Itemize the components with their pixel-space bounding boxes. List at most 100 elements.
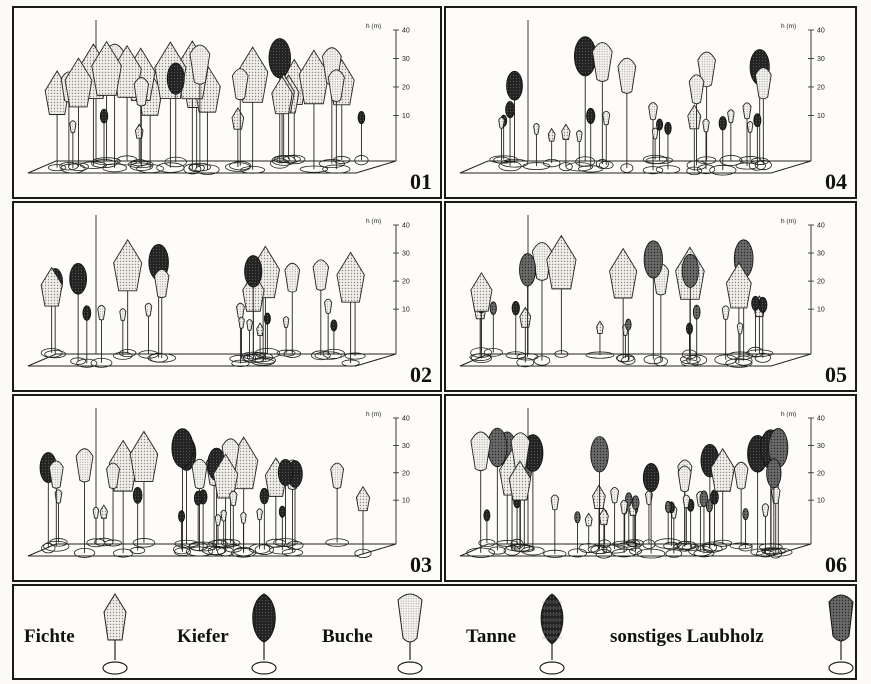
tick-label: 40 [402,223,410,230]
tree-spruce [687,105,702,175]
tree-pine [190,490,217,551]
tick-label: 30 [817,251,825,258]
pine-crown [70,263,87,294]
pine-crown [133,487,142,503]
tree-other [644,241,663,364]
legend-base [252,662,276,674]
broadleaf-crown [591,436,609,472]
spruce-crown [471,273,492,311]
tick-label: 40 [402,28,410,35]
pine-crown [279,506,285,517]
spruce-crown [593,485,606,508]
beech-icon [395,590,425,678]
stand-diagram-03: 40302010h (m) [14,396,440,580]
pine-crown [643,463,659,491]
tick-label: 30 [817,443,825,450]
axis-unit-label: h (m) [781,218,796,225]
legend-base [540,662,564,674]
beech-crown [331,463,344,488]
legend-label: Kiefer [177,626,229,648]
tick-label: 30 [402,443,410,450]
tree-spruce [610,249,637,363]
pine-crown [665,122,672,134]
tree-other [517,254,538,360]
beech-crown [215,515,221,526]
pine-crown [83,306,91,321]
beech-crown [592,43,612,82]
pine-crown [167,63,184,94]
axis-unit-label: h (m) [366,411,381,418]
axis-unit-label: h (m) [366,23,381,30]
beech-crown [747,122,753,133]
beech-crown [98,305,105,320]
spruce-crown [135,124,143,138]
tree-spruce [547,236,576,358]
pine-crown [194,491,202,505]
tree-spruce [355,487,371,558]
tree-spruce [41,268,62,358]
tree-beech [698,52,716,164]
beech-crown [257,509,263,520]
pine-crown [759,297,767,312]
beech-crown [734,462,748,489]
pine-crown [260,488,269,504]
tree-spruce [586,321,614,358]
beech-crown [703,119,709,132]
spruce-crown [547,236,576,289]
beech-crown [283,317,289,328]
tree-beech [643,491,655,549]
tree-beech [736,103,758,169]
tree-beech [50,490,67,546]
tree-beech [326,463,349,546]
pine-crown [245,256,262,287]
tick-label: 20 [402,470,410,477]
beech-crown [649,103,658,120]
tree-beech [249,509,270,554]
panel-number: 03 [410,552,432,578]
beech-crown [577,131,583,142]
broadleaf-crown [644,241,662,278]
pine-icon [249,590,279,678]
pine-crown [752,296,760,310]
spruce-icon [100,590,130,678]
pine-crown [586,108,594,123]
ground-plane [460,354,811,366]
tree-beech [643,128,666,164]
beech-crown [247,320,253,331]
panel-number: 05 [825,362,847,388]
beech-crown [652,128,658,139]
beech-crown [471,432,491,471]
tree-pine [682,323,696,359]
beech-crown [239,317,245,328]
panel-05: 40302010h (m) 05 [444,201,857,392]
beech-crown [70,121,76,133]
tree-pine [710,117,736,176]
beech-crown [155,269,169,297]
beech-crown [755,68,771,99]
tree-other [588,436,611,553]
tick-label: 40 [817,223,825,230]
tree-pine [499,101,521,170]
beech-crown [285,263,300,292]
tick-label: 40 [817,28,825,35]
beech-crown [743,103,751,119]
beech-crown [611,487,619,503]
tick-label: 30 [402,251,410,258]
beech-crown [678,466,691,492]
tree-spruce [337,252,364,366]
broadleaf-crown [520,254,536,287]
beech-crown [737,323,743,334]
beech-crown [551,495,559,510]
species-legend: Fichte Kiefer Buche [12,584,857,680]
tree-spruce [114,240,142,357]
pine-crown [754,114,761,127]
legend-label: Tanne [466,626,516,648]
legend-base [103,662,127,674]
broadleaf-crown [693,305,700,319]
spruce-crown [356,487,369,511]
spruce-crown [599,508,608,524]
tree-beech [592,43,612,169]
tick-label: 20 [817,279,825,286]
